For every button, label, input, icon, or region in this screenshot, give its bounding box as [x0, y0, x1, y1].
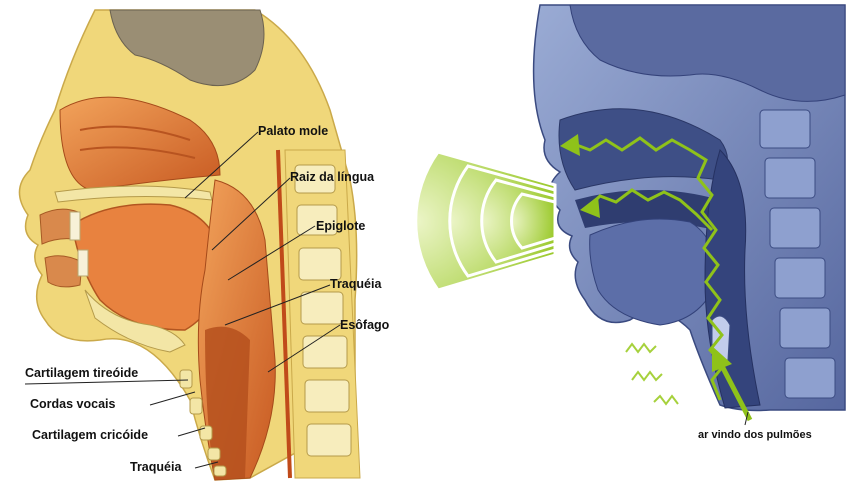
label-ar-vindo-dos-pulmoes: ar vindo dos pulmões [698, 428, 812, 442]
label-cartilagem-tireoide: Cartilagem tireóide [25, 366, 138, 380]
sound-waves [416, 152, 555, 290]
label-palato-mole: Palato mole [258, 124, 328, 138]
label-cordas-vocais: Cordas vocais [30, 397, 115, 411]
label-raiz-da-lingua: Raiz da língua [290, 170, 374, 184]
label-esofago: Esôfago [340, 318, 389, 332]
label-traqueia-bottom: Traquéia [130, 460, 181, 474]
label-epiglote: Epiglote [316, 219, 365, 233]
vibration-squiggles [626, 344, 678, 404]
label-traqueia-top: Traquéia [330, 277, 381, 291]
label-cartilagem-cricoide: Cartilagem cricóide [32, 428, 148, 442]
